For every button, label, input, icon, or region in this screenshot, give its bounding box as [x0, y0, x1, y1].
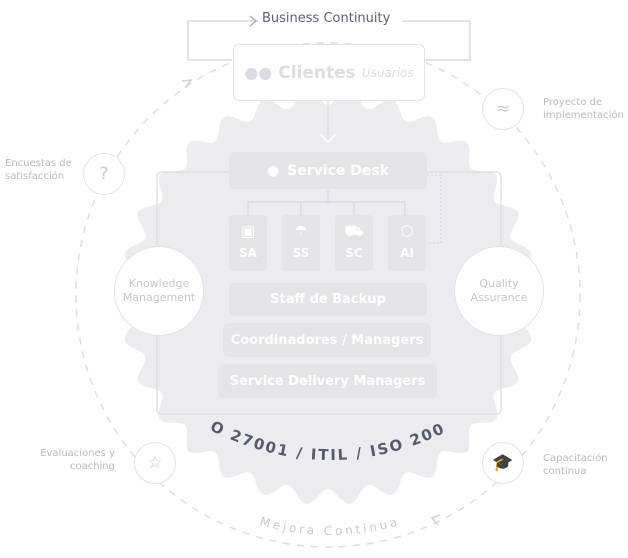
ambulance-icon: ⛟ [344, 222, 364, 240]
square-label: SC [345, 246, 363, 260]
parachute-icon: ☂ [294, 222, 308, 240]
wave-icon: ≈ [482, 88, 524, 130]
business-continuity-title: Business Continuity [262, 11, 391, 26]
continuity-loop [187, 20, 471, 61]
quality-assurance-circle[interactable]: Quality Assurance [454, 246, 544, 336]
arrow-down-icon [319, 133, 337, 144]
hexagon-icon: ⬡ [400, 222, 414, 240]
layer-sdm[interactable]: Service Delivery Managers [218, 364, 437, 398]
mejora-continua-label: Mejora Continua [258, 514, 401, 538]
proyecto-label: Proyecto de implementación [543, 97, 624, 121]
cycle-arrow-icon [430, 514, 441, 526]
clients-sublabel: Usuarios [361, 65, 414, 80]
service-desk-box[interactable]: ● Service Desk [229, 152, 427, 189]
quality-label: Quality Assurance [470, 277, 528, 304]
clients-label: Clientes [278, 62, 356, 83]
knowledge-management-circle[interactable]: Knowledge Management [114, 246, 204, 336]
square-label: AI [400, 246, 414, 260]
clients-box[interactable]: ●● Clientes Usuarios [233, 44, 425, 101]
headset-icon: ● [266, 162, 280, 179]
layer-staff-backup[interactable]: Staff de Backup [229, 283, 427, 316]
square-label: SS [292, 246, 310, 260]
square-ai[interactable]: ⬡ AI [388, 215, 426, 271]
square-label: SA [239, 246, 257, 260]
square-sc[interactable]: ⛟ SC [335, 215, 373, 271]
arrow-right-icon [249, 15, 258, 27]
star-icon: ☆ [134, 442, 176, 484]
evaluaciones-label: Evaluaciones y coaching [40, 448, 115, 472]
continuous-cycle-ring [75, 42, 581, 548]
users-icon: ●● [244, 63, 273, 82]
capacitacion-label: Capacitación continua [543, 453, 608, 477]
cycle-arrow-icon [181, 79, 193, 89]
square-sa[interactable]: ▣ SA [229, 215, 267, 271]
encuestas-label: Encuestas de satisfacción [5, 158, 72, 182]
survey-icon: ? [83, 153, 125, 195]
dotted-connector [427, 174, 442, 244]
service-desk-label: Service Desk [287, 162, 390, 179]
knowledge-label: Knowledge Management [122, 277, 196, 304]
square-ss[interactable]: ☂ SS [282, 215, 320, 271]
code-window-icon: ▣ [240, 222, 256, 240]
layer-coordinadores[interactable]: Coordinadores / Managers [223, 323, 431, 357]
graduation-cap-icon: 🎓 [482, 442, 524, 484]
connector-lines [247, 190, 406, 215]
